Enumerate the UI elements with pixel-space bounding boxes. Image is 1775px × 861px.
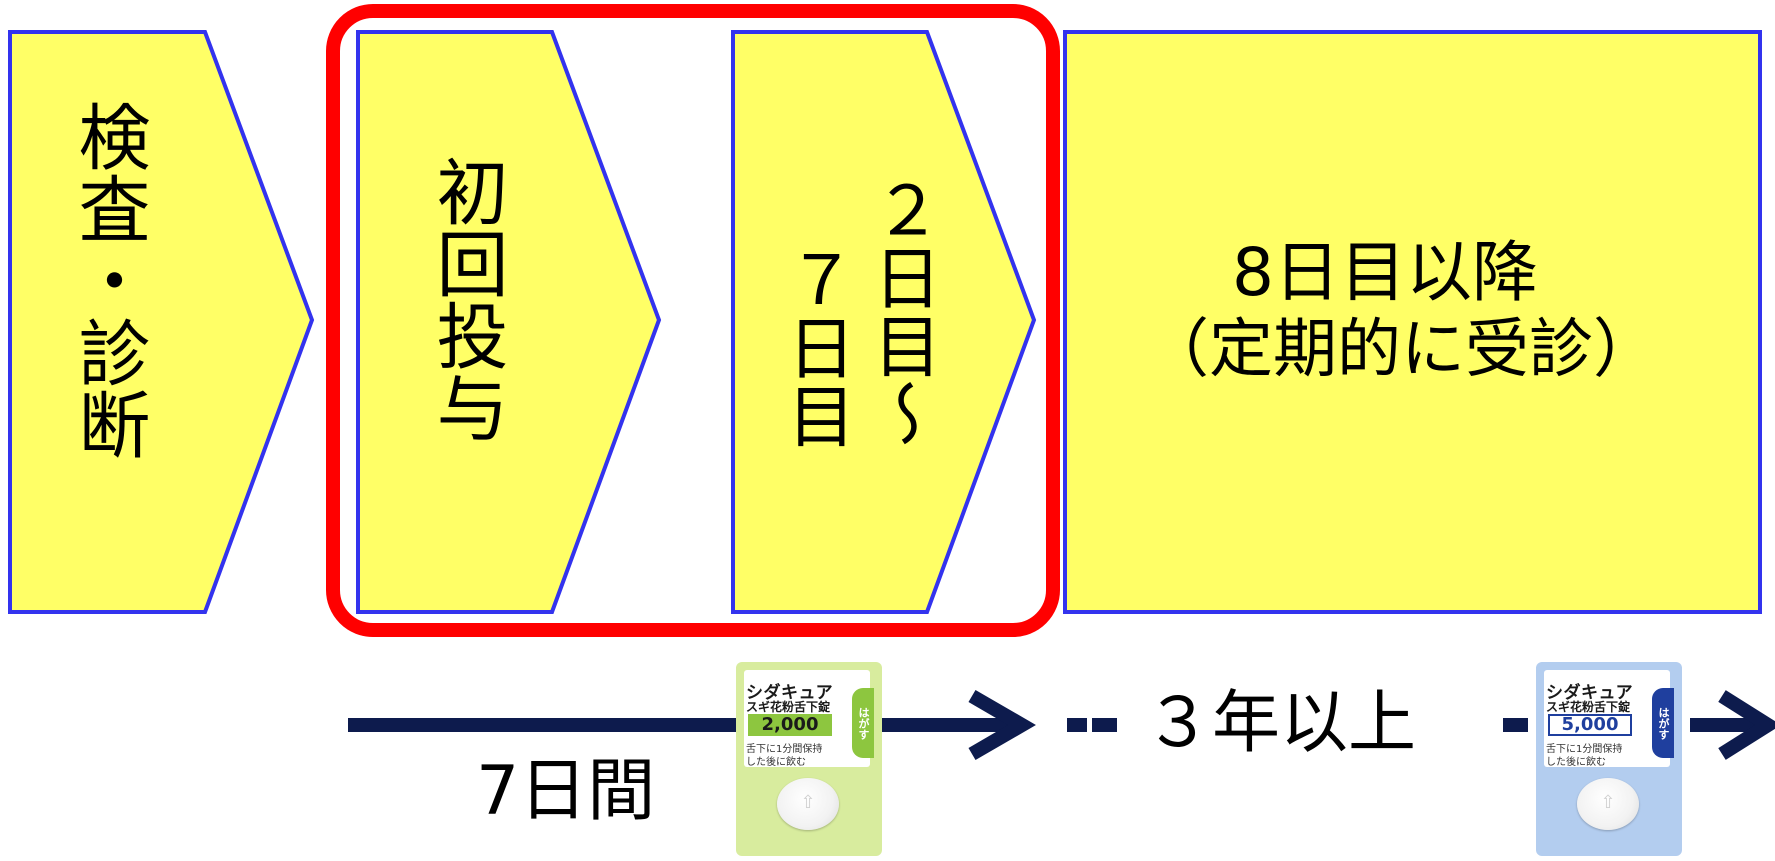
tablet-up-arrow-icon: ⇧ [800, 792, 816, 813]
step-first-dose-label: 初回投与 [424, 155, 508, 443]
package-5000: シダキュア スギ花粉舌下錠 5,000 舌下に1分間保持 した後に飲む はがす … [1536, 662, 1682, 856]
package-2000-tablet: ⇧ [777, 778, 839, 830]
three-years-label: ３年以上 [1140, 690, 1421, 758]
continue-arrowhead [1718, 690, 1775, 760]
package-2000: シダキュア スギ花粉舌下錠 2,000 舌下に1分間保持 した後に飲む はがす … [736, 662, 882, 856]
step-day8-line2: （定期的に受診） [1145, 313, 1657, 387]
step-day2-7-shape [731, 30, 1037, 614]
package-2000-dose: 2,000 [748, 714, 832, 736]
step-day8-line1: 8日目以降 [1232, 234, 1538, 311]
first-week-highlight [326, 4, 1060, 637]
step-exam-label: 検査・診断 [66, 100, 150, 460]
step-exam-shape [8, 30, 315, 614]
step-day8-shape [1063, 30, 1762, 614]
package-2000-name: シダキュア [746, 683, 834, 703]
package-5000-tablet: ⇧ [1577, 778, 1639, 830]
package-2000-note-2: した後に飲む [746, 757, 806, 768]
package-5000-note-1: 舌下に1分間保持 [1546, 744, 1623, 755]
package-5000-note-2: した後に飲む [1546, 757, 1606, 768]
tablet-up-arrow-icon: ⇧ [1600, 792, 1616, 813]
package-5000-name: シダキュア [1546, 683, 1634, 703]
package-2000-subtitle: スギ花粉舌下錠 [746, 700, 831, 714]
package-5000-dose: 5,000 [1548, 714, 1632, 736]
package-2000-note-1: 舌下に1分間保持 [746, 744, 823, 755]
step-day2-label-col-a: ２日目～ [861, 175, 940, 447]
seven-day-arrowhead [968, 689, 1036, 761]
package-2000-peel-tab: はがす [852, 688, 874, 758]
step-day2-label-col-b: ７日目 [775, 245, 854, 449]
step-first-dose-shape [356, 30, 662, 614]
package-5000-subtitle: スギ花粉舌下錠 [1546, 700, 1631, 714]
seven-days-label: 7日間 [472, 758, 660, 826]
package-5000-peel-tab: はがす [1652, 688, 1674, 758]
